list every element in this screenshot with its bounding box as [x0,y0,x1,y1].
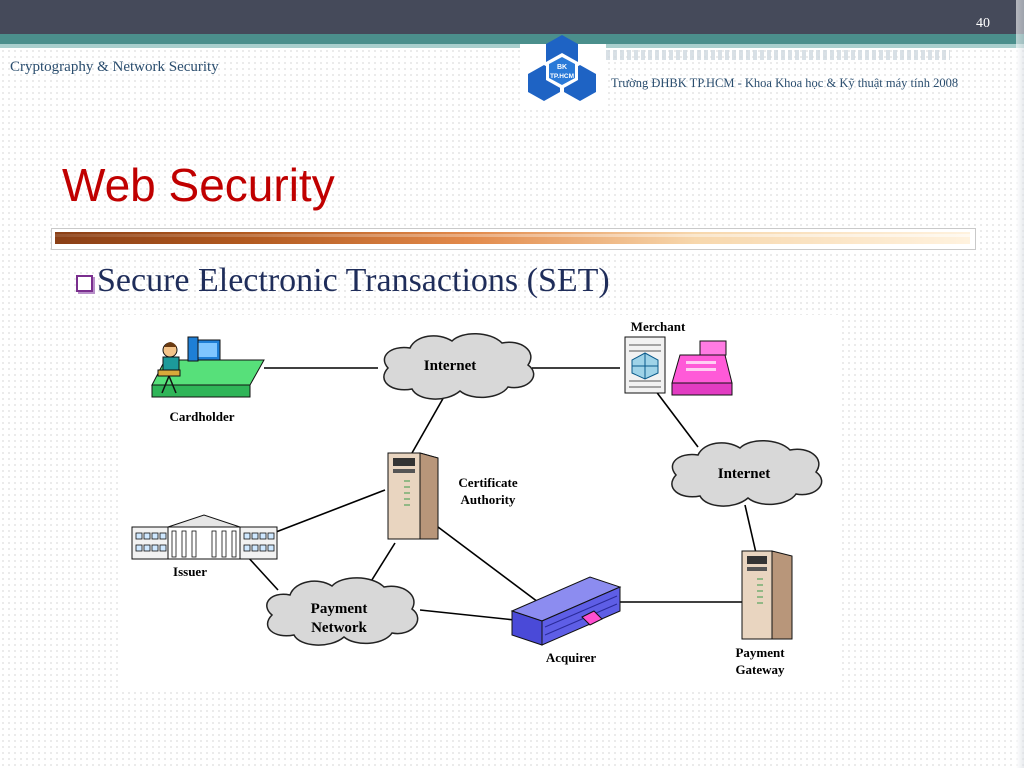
bullet-text: Secure Electronic Transactions (SET) [97,262,610,299]
link-issuer-paynet [245,554,279,591]
acquirer-building-icon [510,576,622,646]
payment-network-cloud [266,577,419,646]
right-edge-shade [1016,0,1024,768]
gateway-server-icon [741,550,793,640]
link-ca-paynet [369,542,396,584]
slide-title: Web Security [62,159,335,211]
link-internet-gateway [744,504,757,554]
header-band-light [0,44,1024,48]
internet-cloud-top [383,333,535,400]
school-name: Trường ĐHBK TP.HCM - Khoa Khoa học & Kỹ … [611,76,959,90]
link-merchant-internet [654,389,699,448]
link-internet-ca [411,394,446,454]
title-divider-shine [55,234,970,237]
label-internet-right: Internet [718,466,771,482]
header-dashes [606,50,950,60]
slide-number: 40 [976,16,990,31]
checkbox-bullet-icon [76,274,93,292]
label-ca-line2: Authority [461,492,516,507]
course-name: Cryptography & Network Security [10,59,219,75]
label-ca-line1: Certificate [458,475,517,490]
merchant-icon [624,336,733,396]
internet-cloud-right [671,440,823,507]
logo-text-bk: BK [557,64,567,71]
cardholder-icon [151,336,265,398]
bullet-item: Secure Electronic Transactions (SET) [76,262,610,300]
link-paynet-acquirer [419,609,516,621]
header-band [0,34,1024,44]
ca-server-icon [387,452,439,540]
label-paynet-line2: Network [311,620,367,636]
label-merchant: Merchant [631,319,686,334]
label-acquirer: Acquirer [546,650,597,665]
issuer-bank-icon [131,514,278,560]
label-paynet-line1: Payment [311,601,368,617]
label-issuer: Issuer [173,564,207,579]
top-bar [0,0,1024,34]
label-gateway-line1: Payment [735,645,785,660]
label-gateway-line2: Gateway [735,662,785,677]
label-cardholder: Cardholder [170,409,235,424]
set-diagram: Cardholder Internet Merchant Internet [120,315,840,690]
logo-inner [549,57,575,85]
bk-logo: BK TP.HCM [526,33,598,105]
logo-text-tphcm: TP.HCM [550,73,574,80]
label-internet-top: Internet [424,358,477,374]
link-ca-acquirer [437,526,551,612]
link-issuer-ca [275,489,386,533]
